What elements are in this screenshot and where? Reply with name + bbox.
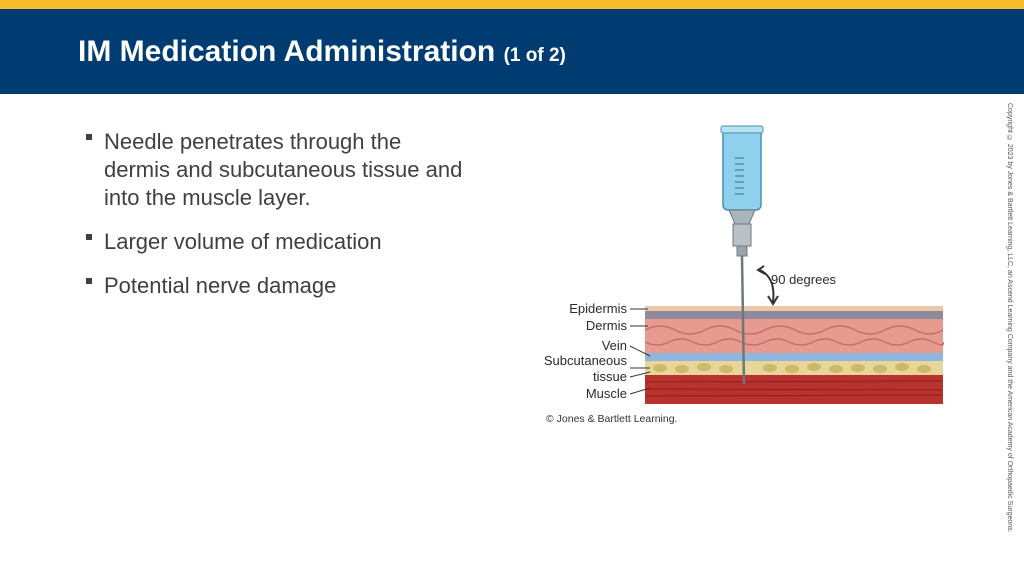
label-tissue: tissue — [593, 369, 627, 384]
label-dermis: Dermis — [586, 318, 628, 333]
image-credit: © Jones & Bartlett Learning. — [546, 413, 678, 425]
needle-hub-base — [736, 245, 748, 257]
syringe-tip — [728, 209, 756, 225]
slide-title: IM Medication Administration (1 of 2) — [78, 35, 566, 69]
bullet-text: Needle penetrates through the dermis and… — [104, 129, 463, 210]
syringe-graduations — [735, 157, 744, 195]
angle-arrowhead — [767, 295, 779, 306]
dermis-texture — [644, 325, 944, 335]
bullet-marker — [86, 278, 92, 284]
bullet-item: Needle penetrates through the dermis and… — [86, 128, 466, 212]
syringe-barrel — [722, 127, 762, 211]
bullet-text: Potential nerve damage — [104, 273, 337, 298]
needle — [740, 255, 746, 385]
slide-title-suffix: (1 of 2) — [503, 45, 566, 66]
vein-layer — [645, 353, 943, 361]
bullet-marker — [86, 134, 92, 140]
bullet-list: Needle penetrates through the dermis and… — [86, 128, 466, 316]
needle-hub — [732, 223, 752, 247]
label-subcutaneous: Subcutaneous — [544, 353, 628, 368]
label-leaders — [629, 308, 651, 395]
bullet-text: Larger volume of medication — [104, 229, 382, 254]
bullet-item: Potential nerve damage — [86, 272, 466, 300]
title-bar: IM Medication Administration (1 of 2) — [0, 9, 1024, 94]
im-injection-illustration: 90 degrees Epidermis Dermis Vein Subcuta… — [530, 120, 950, 420]
label-muscle: Muscle — [586, 386, 627, 401]
dermis-layer — [645, 319, 943, 353]
label-epidermis: Epidermis — [569, 301, 627, 316]
fat-globules — [653, 363, 931, 373]
bullet-marker — [86, 234, 92, 240]
accent-stripe — [0, 0, 1024, 9]
label-vein: Vein — [602, 338, 627, 353]
dermis-texture — [644, 338, 945, 346]
epidermis-layer — [645, 306, 943, 311]
angle-arrowhead — [756, 265, 766, 275]
syringe-flange — [720, 125, 764, 134]
bullet-item: Larger volume of medication — [86, 228, 466, 256]
slide-title-text: IM Medication Administration — [78, 35, 496, 68]
angle-label: 90 degrees — [771, 272, 837, 287]
copyright-notice: Copyright © 2023 by Jones & Bartlett Lea… — [1006, 103, 1013, 533]
muscle-fibers — [644, 380, 944, 397]
epidermis-granular-layer — [645, 311, 943, 319]
illustration-svg: 90 degrees Epidermis Dermis Vein Subcuta… — [544, 125, 945, 404]
